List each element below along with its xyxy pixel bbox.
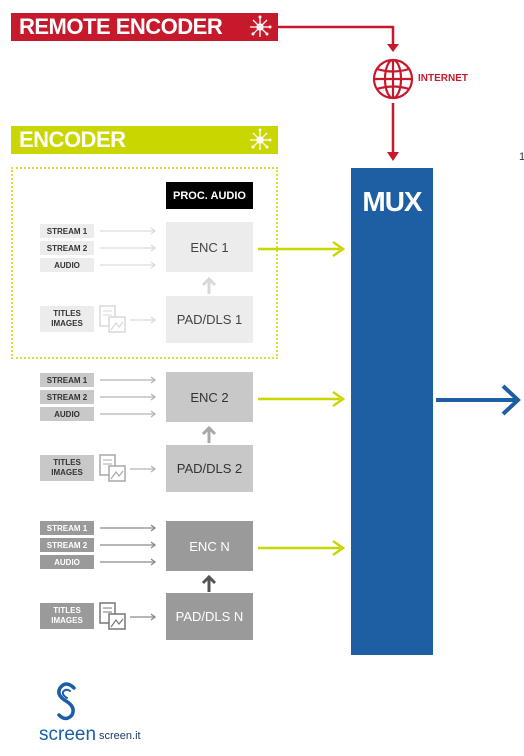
screen-logo-icon <box>57 682 76 721</box>
input-audio: AUDIO <box>40 407 94 421</box>
document-image-icon <box>99 602 126 630</box>
encoder-frame <box>11 167 278 359</box>
remote-encoder-banner: REMOTE ENCODER <box>11 13 278 41</box>
images-label: IMAGES <box>51 616 83 625</box>
mux-label: MUX <box>362 186 422 217</box>
encoder-banner: ENCODER <box>11 126 278 154</box>
satellite-star-icon <box>250 128 272 150</box>
up-arrow <box>201 574 217 592</box>
mux-block: MUX <box>351 168 433 655</box>
document-image-icon <box>99 454 126 482</box>
input-stream-2: STREAM 2 <box>40 241 94 255</box>
images-label: IMAGES <box>51 319 83 328</box>
proc-audio-box: PROC. AUDIO <box>166 182 253 209</box>
remote-encoder-label: REMOTE ENCODER <box>19 14 223 39</box>
input-audio: AUDIO <box>40 555 94 569</box>
satellite-star-icon <box>250 15 272 37</box>
input-stream-2: STREAM 2 <box>40 390 94 404</box>
titles-images-chip: TITLES IMAGES <box>40 603 94 629</box>
input-stream-2: STREAM 2 <box>40 538 94 552</box>
titles-images-chip: TITLES IMAGES <box>40 306 94 332</box>
pad-dls-n-box: PAD/DLS N <box>166 593 253 640</box>
document-image-icon <box>99 305 126 333</box>
enc-1-box: ENC 1 <box>166 222 253 272</box>
internet-label: INTERNET <box>418 73 468 84</box>
titles-label: TITLES <box>53 606 81 615</box>
input-stream-1: STREAM 1 <box>40 224 94 238</box>
pad-dls-2-box: PAD/DLS 2 <box>166 445 253 492</box>
pad-dls-1-box: PAD/DLS 1 <box>166 296 253 343</box>
globe-icon <box>372 58 414 100</box>
titles-label: TITLES <box>53 458 81 467</box>
images-label: IMAGES <box>51 468 83 477</box>
encoder-label: ENCODER <box>19 127 126 152</box>
logo-name: screen <box>39 724 97 745</box>
stray-mark: 1 <box>519 151 524 163</box>
up-arrow <box>201 425 217 443</box>
titles-images-chip: TITLES IMAGES <box>40 455 94 481</box>
up-arrow <box>201 276 217 294</box>
input-stream-1: STREAM 1 <box>40 373 94 387</box>
enc-2-box: ENC 2 <box>166 372 253 422</box>
input-audio: AUDIO <box>40 258 94 272</box>
titles-label: TITLES <box>53 309 81 318</box>
input-stream-1: STREAM 1 <box>40 521 94 535</box>
logo-url: screen.it <box>99 730 141 742</box>
enc-n-box: ENC N <box>166 521 253 571</box>
